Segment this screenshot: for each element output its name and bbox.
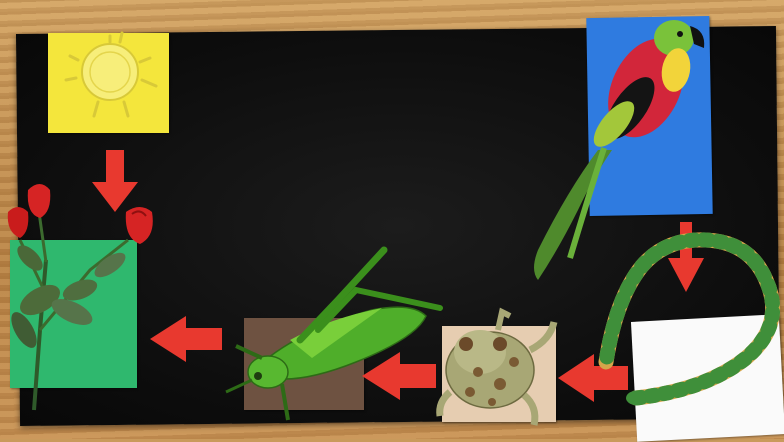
- arrow-frog-to-grasshopper: [362, 352, 436, 400]
- arrow-sun-to-plant: [92, 150, 138, 212]
- arrow-grasshopper-to-plant: [150, 316, 222, 362]
- frog: [440, 312, 554, 425]
- grasshopper: [226, 250, 440, 420]
- sun-icon: [66, 33, 156, 116]
- rose-plant: [6, 184, 153, 410]
- arrow-snake-to-frog: [558, 354, 628, 402]
